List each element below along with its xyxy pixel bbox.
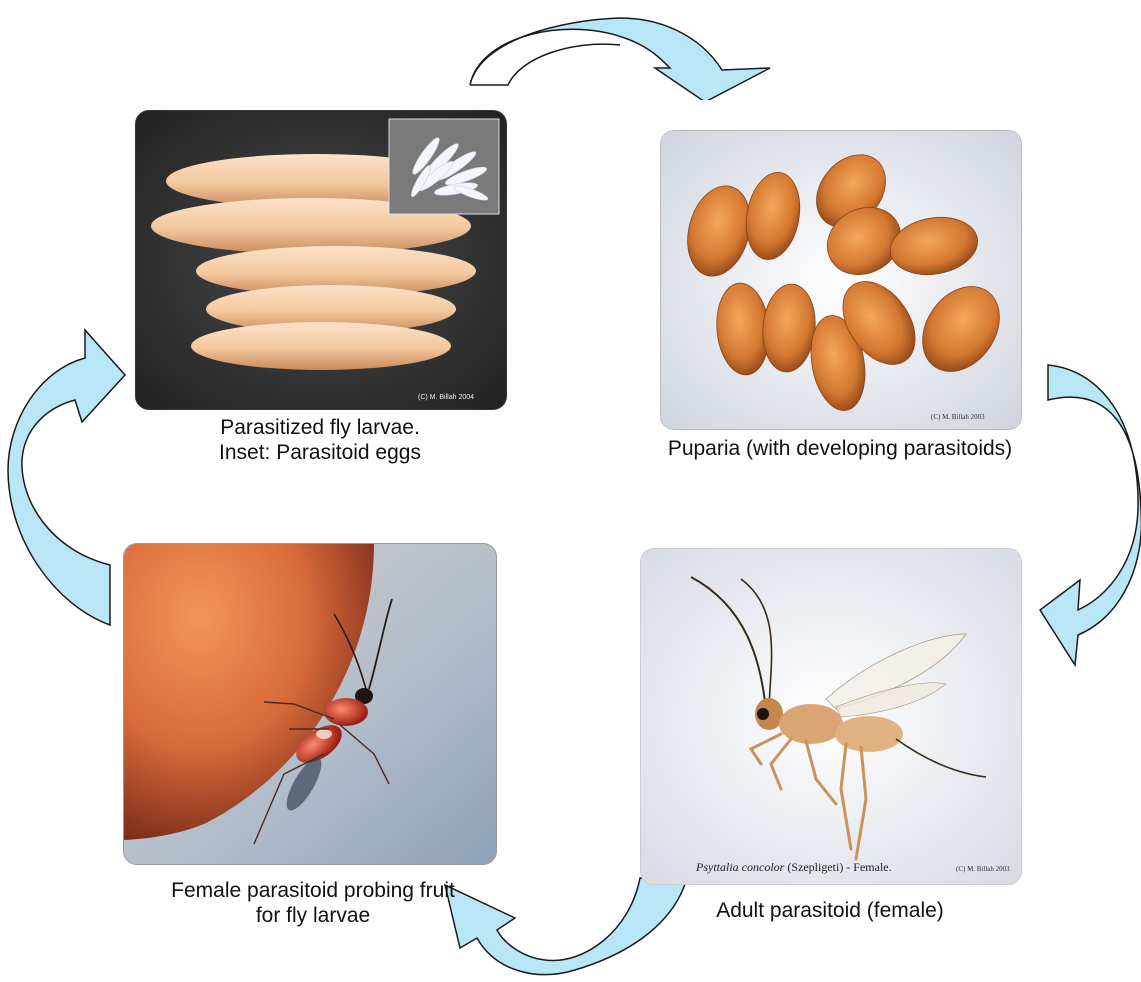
adult-species-label: Psyttalia concolor (Szepligeti) - Female… [695, 860, 892, 874]
arrow-larvae-to-puparia [460, 10, 790, 100]
larva-5 [191, 322, 451, 370]
arrow-probing-to-larvae [0, 320, 130, 630]
larvae-credit: (C) M. Billah 2004 [418, 394, 474, 401]
caption-probing-line1: Female parasitoid probing fruit [118, 878, 508, 903]
caption-probing-line2: for fly larvae [118, 903, 508, 928]
inset-parasitoid-eggs [389, 119, 499, 214]
puparia-credit: (C) M. Billah 2003 [931, 413, 985, 421]
photo-puparia: (C) M. Billah 2003 [660, 130, 1022, 430]
caption-adult-text: Adult parasitoid (female) [640, 898, 1020, 923]
caption-larvae-line1: Parasitized fly larvae. [135, 415, 505, 440]
photo-adult-parasitoid: Psyttalia concolor (Szepligeti) - Female… [640, 548, 1022, 885]
caption-probing-fruit: Female parasitoid probing fruit for fly … [118, 878, 508, 928]
photo-probing-fruit [123, 543, 497, 865]
caption-puparia: Puparia (with developing parasitoids) [640, 436, 1040, 461]
adult-credit: (C) M. Billah 2003 [956, 865, 1010, 873]
caption-puparia-text: Puparia (with developing parasitoids) [640, 436, 1040, 461]
caption-adult-parasitoid: Adult parasitoid (female) [640, 898, 1020, 923]
caption-larvae-line2: Inset: Parasitoid eggs [135, 440, 505, 465]
caption-parasitized-larvae: Parasitized fly larvae. Inset: Parasitoi… [135, 415, 505, 465]
arrow-puparia-to-adult [1030, 360, 1141, 670]
photo-parasitized-larvae: (C) M. Billah 2004 [135, 110, 507, 410]
